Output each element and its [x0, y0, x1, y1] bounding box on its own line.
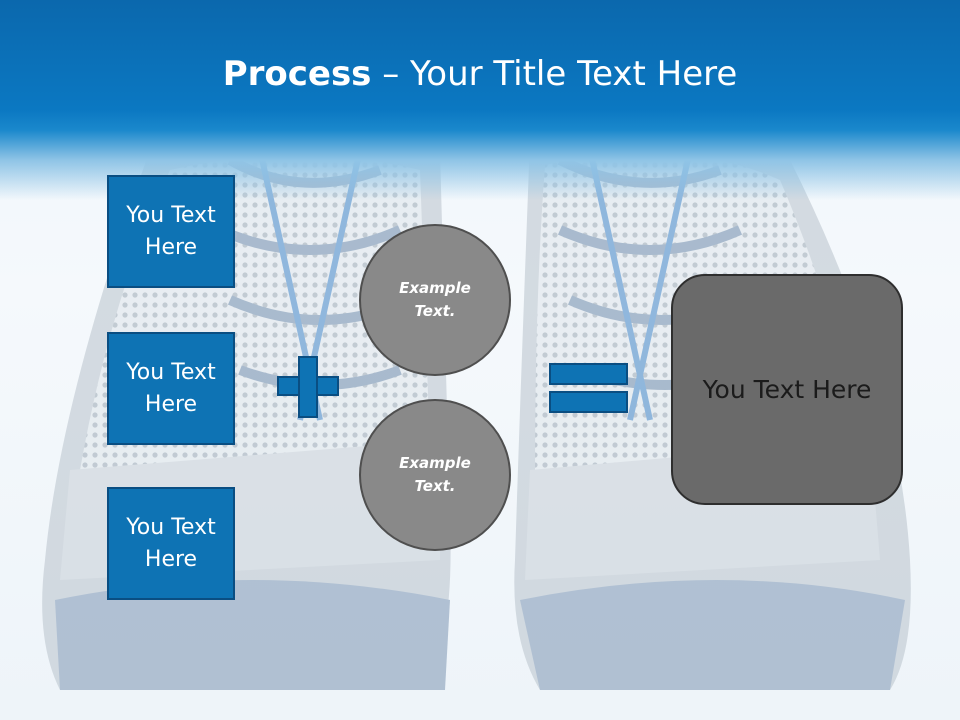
example-circle-1[interactable]: Example Text. — [359, 224, 511, 376]
equals-icon-bottom-bar — [549, 391, 628, 413]
example-circle-2[interactable]: Example Text. — [359, 399, 511, 551]
slide-title: Process – Your Title Text Here — [0, 52, 960, 96]
title-bold: Process — [222, 54, 372, 94]
input-box-2[interactable]: You Text Here — [107, 332, 235, 445]
title-rest: – Your Title Text Here — [371, 54, 738, 94]
header-band — [0, 0, 960, 200]
plus-icon-center — [300, 378, 316, 394]
equals-icon-top-bar — [549, 363, 628, 385]
left-shoe — [42, 130, 451, 690]
result-box[interactable]: You Text Here — [671, 274, 903, 505]
input-box-3[interactable]: You Text Here — [107, 487, 235, 600]
input-box-1[interactable]: You Text Here — [107, 175, 235, 288]
